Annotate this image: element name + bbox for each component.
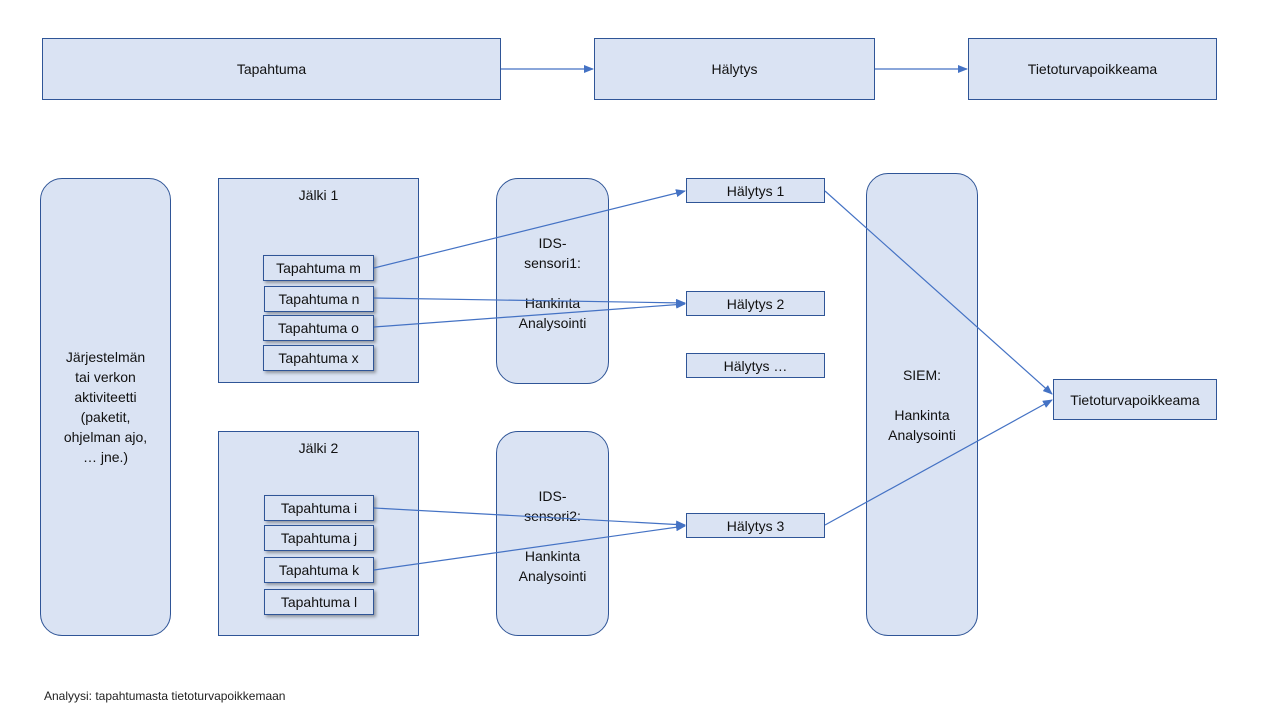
alert-more: Hälytys …	[686, 353, 825, 378]
event-x: Tapahtuma x	[263, 345, 374, 371]
caption: Analyysi: tapahtumasta tietoturvapoikkem…	[44, 689, 286, 703]
event-label: Tapahtuma	[236, 61, 307, 77]
ids1-line: IDS-	[538, 235, 567, 251]
activity-line: … jne.)	[82, 449, 129, 465]
ids1-line: Hankinta	[524, 295, 581, 311]
event-o: Tapahtuma o	[263, 315, 374, 341]
incident-box: Tietoturvapoikkeama	[1053, 379, 1217, 420]
event-m: Tapahtuma m	[263, 255, 374, 281]
ids1-line: Analysointi	[518, 315, 587, 331]
alert-3: Hälytys 3	[686, 513, 825, 538]
incident-label: Tietoturvapoikkeama	[1070, 391, 1200, 408]
ids2-line: Hankinta	[524, 548, 581, 564]
event-i: Tapahtuma i	[264, 495, 374, 521]
siem-line: Hankinta	[894, 406, 950, 423]
event-o-label: Tapahtuma o	[278, 320, 359, 336]
incident-top-label: Tietoturvapoikkeama	[1027, 61, 1158, 77]
alert-2: Hälytys 2	[686, 291, 825, 316]
ids-sensor1: IDS- sensori1: Hankinta Analysointi	[496, 178, 609, 384]
alert-box: Hälytys	[594, 38, 875, 100]
activity-line: aktiviteetti	[74, 389, 137, 405]
ids1-line: sensori1:	[524, 255, 581, 271]
event-j: Tapahtuma j	[264, 525, 374, 551]
incident-top-box: Tietoturvapoikkeama	[968, 38, 1217, 100]
alert-1-label: Hälytys 1	[726, 182, 785, 199]
alert-more-label: Hälytys …	[723, 357, 788, 374]
activity-line: Järjestelmän	[65, 349, 146, 365]
ids-sensor2: IDS- sensori2: Hankinta Analysointi	[496, 431, 609, 636]
event-n-label: Tapahtuma n	[278, 291, 360, 307]
event-n: Tapahtuma n	[264, 286, 374, 312]
event-k-label: Tapahtuma k	[278, 562, 360, 578]
ids2-line: IDS-	[538, 488, 567, 504]
alert-2-label: Hälytys 2	[726, 295, 785, 312]
event-x-label: Tapahtuma x	[278, 350, 359, 366]
ids2-line: Analysointi	[518, 568, 587, 584]
event-box: Tapahtuma	[42, 38, 501, 100]
alert-1: Hälytys 1	[686, 178, 825, 203]
activity-line: (paketit,	[80, 409, 131, 425]
event-i-label: Tapahtuma i	[280, 500, 358, 516]
ids2-line: sensori2:	[524, 508, 581, 524]
siem-line: SIEM:	[902, 366, 942, 383]
event-k: Tapahtuma k	[264, 557, 374, 583]
event-m-label: Tapahtuma m	[276, 260, 361, 276]
event-l-label: Tapahtuma l	[280, 594, 358, 610]
siem-line: Analysointi	[888, 426, 956, 443]
alert-3-label: Hälytys 3	[726, 517, 785, 534]
activity-line: tai verkon	[75, 369, 136, 385]
activity-box: Järjestelmän tai verkon aktiviteetti (pa…	[40, 178, 171, 636]
event-l: Tapahtuma l	[264, 589, 374, 615]
trace2-title: Jälki 2	[298, 440, 339, 456]
siem-box: SIEM: Hankinta Analysointi	[866, 173, 978, 636]
event-j-label: Tapahtuma j	[280, 530, 358, 546]
trace1-title: Jälki 1	[298, 187, 339, 203]
activity-line: ohjelman ajo,	[63, 429, 148, 445]
alert-label: Hälytys	[711, 61, 758, 77]
